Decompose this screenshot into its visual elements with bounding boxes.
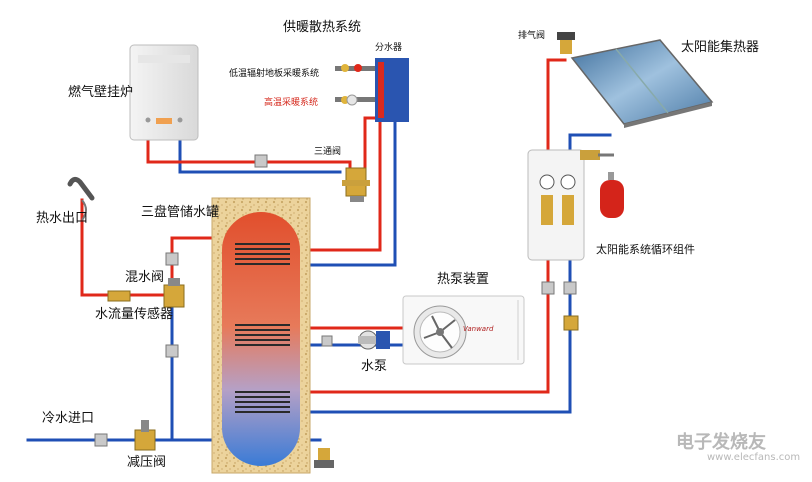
label-hot-water-outlet: 热水出口	[36, 211, 89, 226]
small-valves	[94, 154, 579, 447]
label-heat-pump: 热泵装置	[437, 272, 490, 287]
three-way-valve	[342, 167, 370, 202]
label-heating-system: 供暖散热系统	[283, 20, 362, 35]
label-pump: 水泵	[361, 359, 388, 374]
label-pressure-valve: 减压阀	[127, 455, 167, 470]
storage-tank	[211, 197, 334, 474]
solar-module	[527, 149, 624, 261]
label-cold-water-inlet: 冷水进口	[42, 411, 95, 426]
label-mixing-valve: 混水阀	[125, 270, 165, 285]
label-gas-boiler: 燃气壁挂炉	[68, 85, 134, 100]
label-radiator-heating: 高温采暖系统	[264, 98, 319, 108]
coil-middle	[235, 324, 290, 346]
label-solar-module: 太阳能系统循环组件	[596, 243, 695, 256]
label-tank: 三盘管储水罐	[141, 205, 220, 220]
shower-head	[67, 176, 95, 221]
watermark-logo: 电子发烧友	[676, 432, 766, 453]
label-flow-sensor: 水流量传感器	[95, 307, 174, 322]
coil-bottom	[235, 391, 290, 413]
solar-collector	[570, 39, 714, 128]
flow-sensor	[107, 290, 131, 302]
label-solar-collector: 太阳能集热器	[681, 40, 760, 55]
exhaust-valve	[557, 32, 575, 54]
pressure-reducing-valve	[134, 420, 156, 451]
manifold	[335, 58, 409, 122]
water-pump	[358, 330, 390, 350]
gas-boiler	[129, 44, 199, 141]
label-manifold: 分水器	[375, 43, 403, 53]
label-three-way-valve: 三通阀	[314, 147, 342, 157]
mixing-valve	[163, 278, 185, 308]
coil-top	[235, 243, 290, 265]
watermark-url: www.elecfans.com	[707, 452, 801, 463]
heat-pump-unit	[402, 295, 525, 365]
label-floor-heating: 低温辐射地板采暖系统	[229, 69, 320, 79]
label-exhaust-valve: 排气阀	[518, 31, 546, 41]
heat-pump-logo: Vanward	[463, 325, 494, 333]
